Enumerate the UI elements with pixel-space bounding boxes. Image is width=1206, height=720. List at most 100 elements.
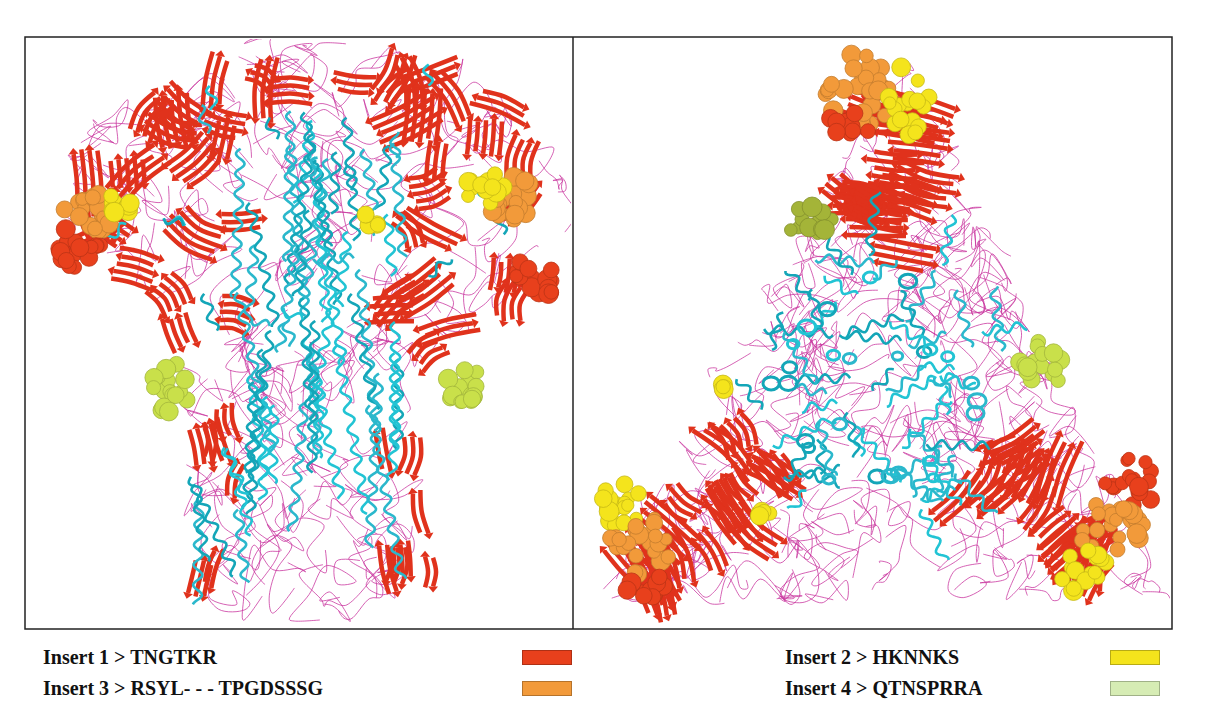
coil-loop [720, 577, 795, 603]
alpha-helices [736, 192, 1027, 560]
strand-arrowhead [937, 131, 944, 141]
legend-label: Insert 4 > QTNSPRRA [785, 676, 983, 700]
beta-strand [409, 168, 437, 179]
strand-arrowhead [213, 148, 221, 156]
coil-loop [810, 225, 862, 312]
beta-strand [268, 101, 312, 104]
strand-arrowhead [397, 584, 407, 590]
strand-arrowhead [998, 507, 1006, 515]
strand-arrowhead [940, 115, 947, 125]
surface-atom [104, 202, 124, 222]
strand-arrowhead [403, 174, 410, 183]
strand-arrowhead [84, 144, 94, 150]
strand-arrowhead [911, 197, 918, 207]
strand-arrowhead [1067, 442, 1076, 449]
strand-arrowhead [143, 109, 150, 118]
beta-strand [155, 110, 186, 135]
strand-arrowhead [1017, 495, 1026, 502]
surface-atom [1055, 572, 1070, 587]
helix-end-view [833, 419, 847, 430]
beta-strand [984, 426, 1035, 454]
coil-loop [956, 227, 986, 295]
strand-arrowhead [376, 128, 384, 137]
helix-end-view [863, 272, 877, 283]
alpha-helix [199, 105, 211, 133]
strand-arrowhead [861, 154, 867, 164]
surface-atom [544, 285, 559, 300]
strand-arrowhead [1000, 483, 1008, 491]
surface-atom [648, 529, 662, 543]
beta-strand [414, 437, 421, 475]
surface-atom [714, 380, 733, 399]
surface-atom [1130, 477, 1149, 496]
beta-strand [698, 533, 721, 571]
beta-strand [978, 457, 1001, 499]
strand-arrowhead [230, 497, 240, 504]
alpha-helix [266, 118, 279, 140]
beta-strand [867, 159, 924, 163]
helix-end-view [892, 352, 902, 360]
strand-arrowhead [421, 279, 429, 287]
strand-arrowhead [744, 445, 753, 453]
strand-arrowhead [787, 483, 795, 492]
strand-arrowhead [1085, 598, 1093, 606]
strand-arrowhead [947, 144, 954, 154]
alpha-helix [784, 465, 840, 481]
alpha-helix [313, 254, 353, 264]
beta-strand [441, 71, 470, 116]
strand-arrowhead [882, 218, 890, 226]
strand-arrowhead [516, 320, 526, 327]
strand-arrowhead [273, 75, 281, 83]
coil-loop [788, 514, 854, 541]
coil-loop [908, 223, 942, 309]
strand-arrowhead [437, 178, 447, 185]
surface-insert [510, 254, 560, 304]
alpha-helix [862, 428, 901, 483]
coil-loop [1015, 312, 1049, 431]
surface-atom [911, 74, 924, 87]
beta-strand [896, 157, 959, 177]
strand-arrowhead [108, 266, 115, 276]
beta-strand [189, 430, 196, 466]
strand-arrowhead [1038, 554, 1046, 562]
beta-strand [224, 408, 230, 435]
strand-arrowhead [511, 129, 521, 136]
surface-atom [892, 58, 911, 77]
strand-arrowhead [116, 252, 123, 262]
strand-arrowhead [1027, 442, 1036, 449]
strand-arrowhead [472, 93, 479, 102]
strand-arrowhead [133, 130, 141, 138]
surface-atom [1099, 477, 1112, 490]
strand-arrowhead [418, 368, 426, 376]
beta-strand [499, 121, 502, 155]
strand-arrowhead [975, 468, 983, 476]
surface-atom [1092, 507, 1106, 521]
helix-end-view [942, 352, 954, 362]
coil-loop [275, 490, 327, 573]
strand-arrowhead [668, 602, 677, 609]
strand-arrowhead [954, 189, 961, 199]
strand-arrowhead [440, 106, 448, 115]
surface-atom [88, 221, 103, 236]
strand-arrowhead [689, 580, 698, 587]
alpha-helix [423, 64, 432, 85]
strand-arrowhead [1072, 513, 1080, 521]
alpha-helix [244, 245, 258, 323]
coil-loop [1120, 573, 1141, 589]
beta-strand [413, 494, 420, 533]
surface-atom [622, 499, 634, 511]
coil-loop [812, 534, 873, 586]
strand-arrowhead [742, 468, 750, 477]
strand-arrowhead [1035, 438, 1043, 447]
surface-insert [880, 58, 937, 144]
beta-strand [393, 266, 437, 296]
strand-arrowhead [374, 540, 384, 547]
strand-arrowhead [938, 159, 945, 169]
strand-arrowhead [387, 101, 396, 109]
strand-arrowhead [187, 182, 195, 190]
surface-atom [845, 123, 861, 139]
alpha-helix [813, 217, 852, 275]
strand-arrowhead [413, 324, 420, 334]
strand-arrowhead [151, 141, 159, 149]
